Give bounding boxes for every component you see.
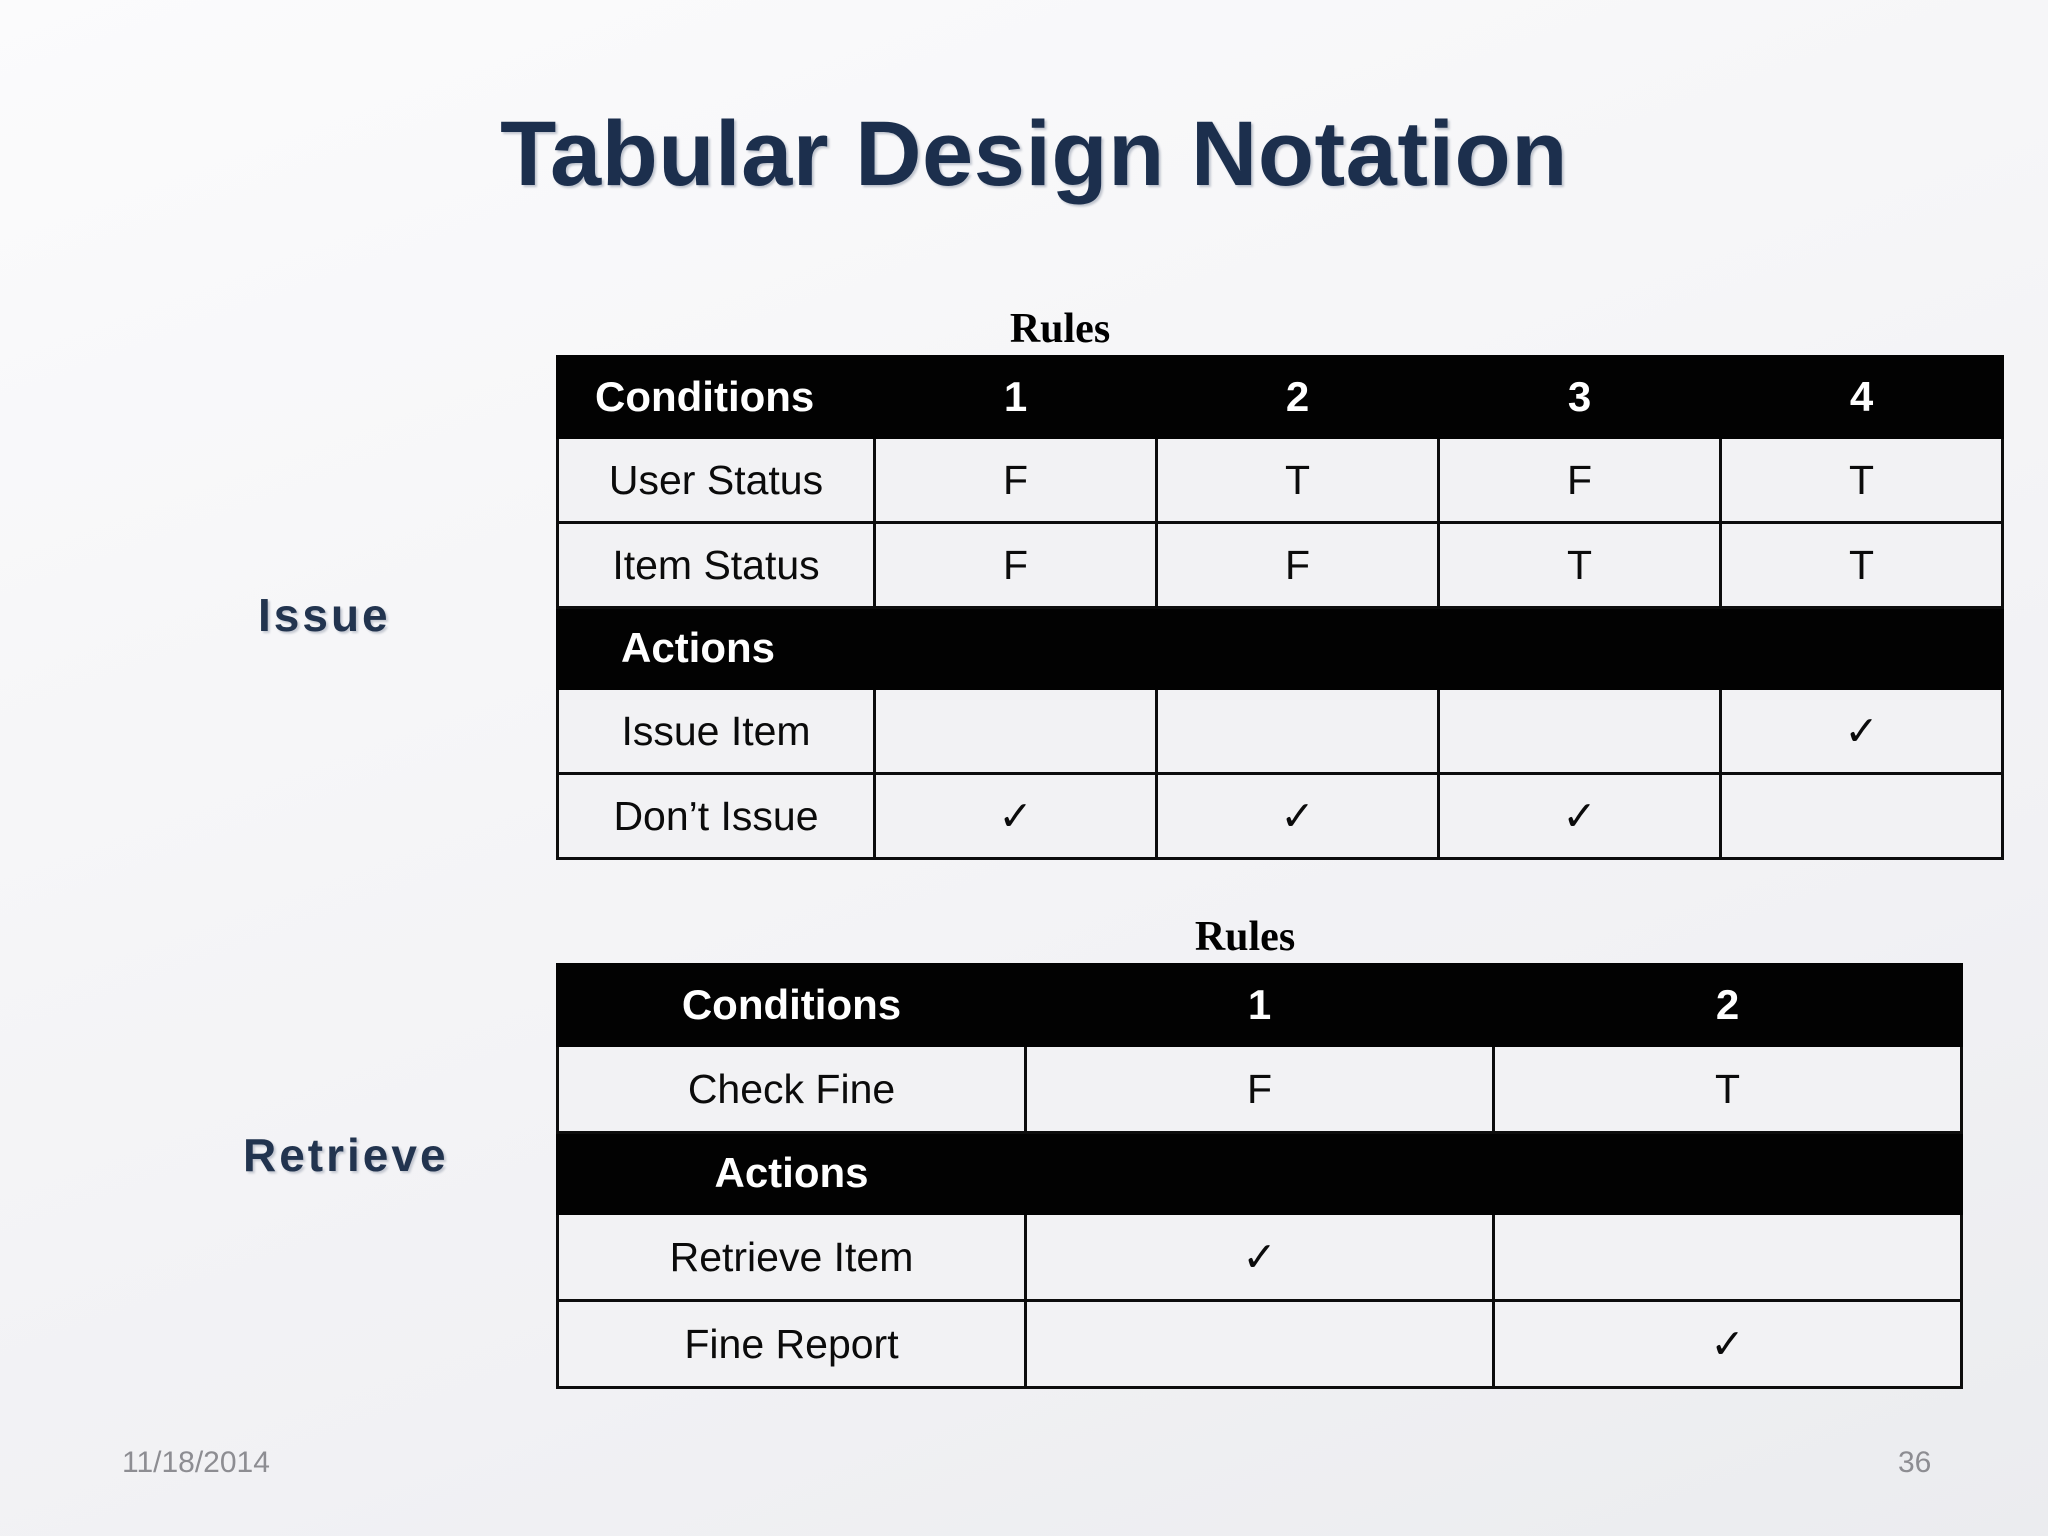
column-header-rule-1: 1 xyxy=(873,355,1158,439)
column-header-rule-1: 1 xyxy=(1024,963,1495,1047)
footer-page-number: 36 xyxy=(1898,1446,1932,1479)
cell-item-status-rule-3: T xyxy=(1437,521,1722,609)
section-header-actions: Actions xyxy=(556,1131,1027,1215)
retrieve-decision-table: Conditions 1 2 Check Fine F T Actions Re… xyxy=(556,963,1963,1389)
cell-user-status-rule-4: T xyxy=(1719,436,2004,524)
cell-user-status-rule-1: F xyxy=(873,436,1158,524)
table-row: Check Fine F T xyxy=(556,1044,1963,1134)
cell-dont-issue-rule-2: ✓ xyxy=(1155,772,1440,860)
cell-fine-report-rule-2: ✓ xyxy=(1492,1299,1963,1389)
cell-retrieve-item-rule-2 xyxy=(1492,1212,1963,1302)
cell-user-status-rule-3: F xyxy=(1437,436,1722,524)
cell-issue-item-rule-3 xyxy=(1437,687,1722,775)
cell-check-fine-rule-1: F xyxy=(1024,1044,1495,1134)
cell-item-status-rule-2: F xyxy=(1155,521,1440,609)
table-header-row: Conditions 1 2 3 4 xyxy=(556,355,2004,439)
section-label-retrieve: Retrieve xyxy=(243,1129,449,1181)
row-label-check-fine: Check Fine xyxy=(556,1044,1027,1134)
table-row: Don’t Issue ✓ ✓ ✓ xyxy=(556,772,2004,860)
column-header-conditions: Conditions xyxy=(556,963,1027,1047)
footer-date: 11/18/2014 xyxy=(122,1446,270,1479)
cell-item-status-rule-1: F xyxy=(873,521,1158,609)
rules-caption-issue: Rules xyxy=(1009,306,1111,352)
row-label-retrieve-item: Retrieve Item xyxy=(556,1212,1027,1302)
column-header-rule-4: 4 xyxy=(1719,355,2004,439)
table-row: Issue Item ✓ xyxy=(556,687,2004,775)
table-header-row: Conditions 1 2 xyxy=(556,963,1963,1047)
issue-decision-table: Conditions 1 2 3 4 User Status F T F T I… xyxy=(556,355,2004,860)
row-label-dont-issue: Don’t Issue xyxy=(556,772,876,860)
section-header-actions: Actions xyxy=(556,606,876,690)
column-header-conditions: Conditions xyxy=(556,355,876,439)
cell-issue-item-rule-2 xyxy=(1155,687,1440,775)
column-header-rule-3: 3 xyxy=(1437,355,1722,439)
cell-dont-issue-rule-3: ✓ xyxy=(1437,772,1722,860)
row-label-fine-report: Fine Report xyxy=(556,1299,1027,1389)
rules-caption-retrieve: Rules xyxy=(1194,914,1296,960)
cell-retrieve-item-rule-1: ✓ xyxy=(1024,1212,1495,1302)
cell-item-status-rule-4: T xyxy=(1719,521,2004,609)
actions-divider-row: Actions xyxy=(556,606,2004,690)
cell-dont-issue-rule-1: ✓ xyxy=(873,772,1158,860)
actions-spacer-1 xyxy=(1024,1131,1495,1215)
row-label-issue-item: Issue Item xyxy=(556,687,876,775)
actions-spacer-3 xyxy=(1437,606,1722,690)
section-label-issue: Issue xyxy=(258,589,391,641)
table-row: Fine Report ✓ xyxy=(556,1299,1963,1389)
row-label-user-status: User Status xyxy=(556,436,876,524)
actions-spacer-4 xyxy=(1719,606,2004,690)
table-row: User Status F T F T xyxy=(556,436,2004,524)
cell-dont-issue-rule-4 xyxy=(1719,772,2004,860)
column-header-rule-2: 2 xyxy=(1155,355,1440,439)
actions-spacer-1 xyxy=(873,606,1158,690)
table-row: Retrieve Item ✓ xyxy=(556,1212,1963,1302)
page-title: Tabular Design Notation xyxy=(500,103,1568,205)
cell-issue-item-rule-1 xyxy=(873,687,1158,775)
actions-spacer-2 xyxy=(1155,606,1440,690)
cell-user-status-rule-2: T xyxy=(1155,436,1440,524)
table-row: Item Status F F T T xyxy=(556,521,2004,609)
actions-divider-row: Actions xyxy=(556,1131,1963,1215)
cell-fine-report-rule-1 xyxy=(1024,1299,1495,1389)
actions-spacer-2 xyxy=(1492,1131,1963,1215)
cell-issue-item-rule-4: ✓ xyxy=(1719,687,2004,775)
cell-check-fine-rule-2: T xyxy=(1492,1044,1963,1134)
column-header-rule-2: 2 xyxy=(1492,963,1963,1047)
row-label-item-status: Item Status xyxy=(556,521,876,609)
